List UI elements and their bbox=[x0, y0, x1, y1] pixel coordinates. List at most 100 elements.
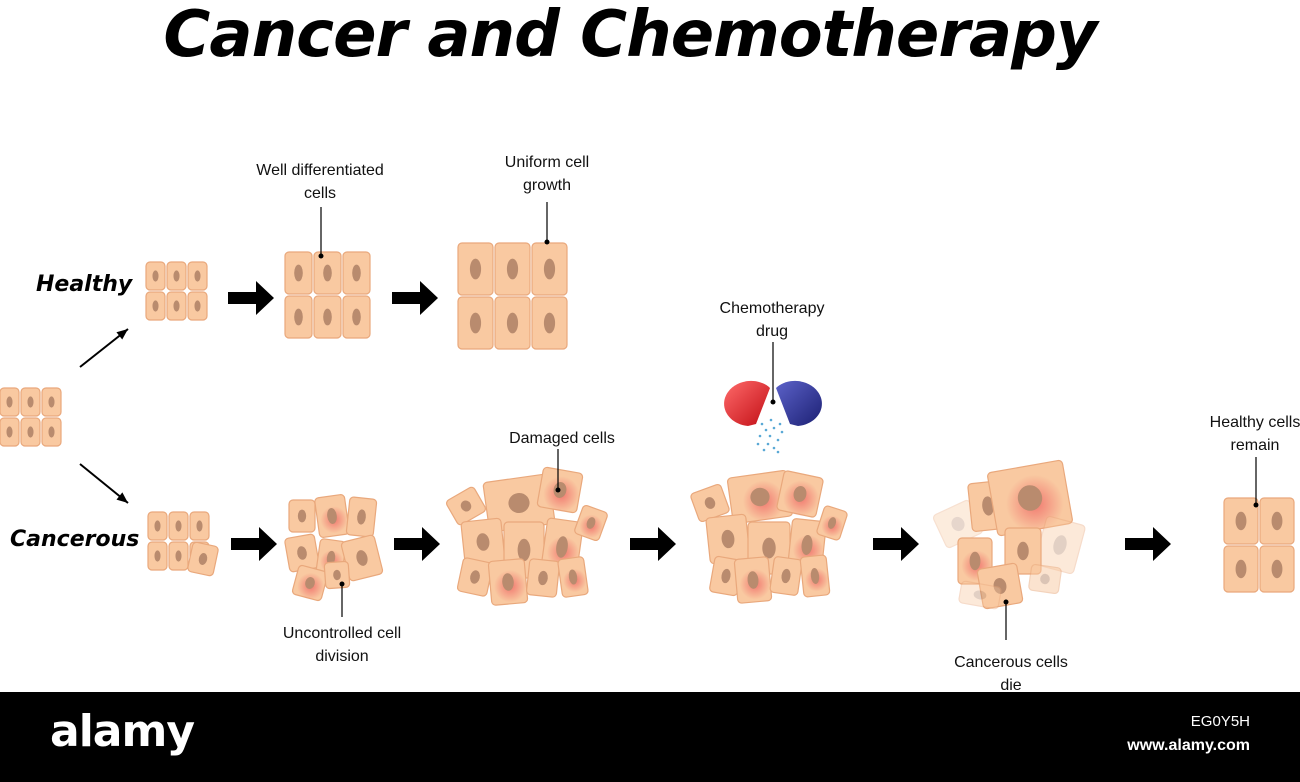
callout-text: die bbox=[1000, 677, 1022, 694]
cell bbox=[166, 261, 187, 291]
cell-nucleus bbox=[154, 550, 161, 562]
cell bbox=[314, 494, 350, 538]
leader-dot bbox=[555, 487, 561, 493]
callout-damaged-cells: Damaged cells bbox=[497, 427, 627, 450]
powder-dot bbox=[764, 428, 768, 432]
callout-well-differentiated: Well differentiated cells bbox=[230, 159, 410, 205]
cell-nucleus bbox=[586, 517, 596, 529]
cell bbox=[288, 499, 316, 533]
callout-text: Damaged cells bbox=[509, 430, 615, 447]
cell-nucleus bbox=[502, 573, 514, 591]
cell-nucleus bbox=[1235, 511, 1247, 531]
cell bbox=[460, 517, 506, 567]
cell bbox=[284, 295, 313, 339]
cell bbox=[147, 511, 168, 541]
cell-nucleus bbox=[194, 300, 201, 312]
powder-dot bbox=[780, 430, 784, 434]
cell bbox=[20, 387, 41, 417]
arrow-right-icon bbox=[873, 527, 919, 561]
cell-nucleus bbox=[48, 426, 55, 438]
cell bbox=[769, 556, 803, 596]
cell-nucleus bbox=[762, 537, 776, 559]
cell-nucleus bbox=[297, 509, 307, 523]
cell bbox=[20, 417, 41, 447]
cell bbox=[323, 560, 351, 590]
cell bbox=[525, 558, 561, 598]
cell-nucleus bbox=[1235, 559, 1247, 579]
cell-nucleus bbox=[721, 529, 735, 549]
cell-nucleus bbox=[1053, 535, 1067, 555]
leader-dot bbox=[770, 399, 776, 405]
cell-nucleus bbox=[538, 570, 548, 586]
cell-nucleus bbox=[810, 568, 820, 584]
cell-nucleus bbox=[173, 270, 180, 282]
row-label-cancerous: Cancerous bbox=[10, 527, 140, 552]
cell bbox=[313, 295, 342, 339]
cell bbox=[557, 556, 589, 598]
cell-nucleus bbox=[1271, 511, 1283, 531]
cell-nucleus bbox=[506, 312, 519, 334]
cell bbox=[0, 387, 20, 417]
cell-nucleus bbox=[469, 312, 482, 334]
cell bbox=[446, 486, 486, 526]
arrow-icon bbox=[79, 328, 129, 368]
cell-nucleus bbox=[1040, 573, 1050, 585]
arrow-right-icon bbox=[231, 527, 277, 561]
cell-nucleus bbox=[48, 396, 55, 408]
powder-dot bbox=[776, 450, 780, 454]
cell-nucleus bbox=[1271, 559, 1283, 579]
callout-cancerous-cells-die: Cancerous cells die bbox=[941, 651, 1081, 697]
callout-healthy-cells-remain: Healthy cells remain bbox=[1195, 411, 1300, 457]
powder-dot bbox=[762, 448, 766, 452]
powder-dot bbox=[760, 422, 764, 426]
cell bbox=[187, 541, 219, 577]
callout-text: Chemotherapy bbox=[719, 300, 825, 317]
cell bbox=[168, 541, 189, 571]
callout-text: Well differentiated bbox=[256, 162, 384, 179]
cell-nucleus bbox=[194, 270, 201, 282]
cell-nucleus bbox=[469, 258, 482, 280]
cell bbox=[799, 554, 831, 598]
cell-nucleus bbox=[750, 487, 770, 507]
cell-nucleus bbox=[297, 546, 307, 560]
cell bbox=[41, 387, 62, 417]
cell-nucleus bbox=[196, 520, 203, 532]
row-label-healthy: Healthy bbox=[36, 272, 133, 297]
cell bbox=[536, 466, 584, 514]
cell bbox=[727, 469, 793, 525]
diagram-title: Cancer and Chemotherapy bbox=[163, 0, 1097, 72]
cell bbox=[147, 541, 168, 571]
cell-nucleus bbox=[27, 396, 34, 408]
cell-nucleus bbox=[506, 258, 519, 280]
cell bbox=[531, 242, 568, 296]
leader-dot bbox=[1253, 502, 1259, 508]
site-url: www.alamy.com bbox=[1127, 737, 1250, 754]
callout-text: growth bbox=[522, 177, 572, 194]
cell-nucleus bbox=[152, 300, 159, 312]
cell bbox=[733, 556, 773, 604]
powder-dot bbox=[756, 442, 760, 446]
cell bbox=[494, 242, 531, 296]
callout-text: Uniform cell bbox=[504, 154, 590, 171]
cell-nucleus bbox=[357, 509, 366, 525]
cell-nucleus bbox=[175, 550, 182, 562]
cell bbox=[187, 261, 208, 291]
callout-text: Cancerous cells bbox=[954, 654, 1068, 671]
cell-nucleus bbox=[704, 497, 716, 509]
cell bbox=[1034, 515, 1086, 575]
powder-dot bbox=[778, 422, 782, 426]
cell bbox=[457, 242, 494, 296]
callout-text: division bbox=[315, 648, 369, 665]
cell-nucleus bbox=[352, 308, 361, 326]
leader-dot bbox=[544, 239, 550, 245]
cell-nucleus bbox=[951, 516, 965, 532]
arrow-right-icon bbox=[394, 527, 440, 561]
cell-nucleus bbox=[6, 426, 13, 438]
cell bbox=[291, 564, 329, 602]
arrow-right-icon bbox=[630, 527, 676, 561]
cell-nucleus bbox=[152, 270, 159, 282]
cell bbox=[487, 558, 529, 606]
cell-nucleus bbox=[568, 569, 578, 585]
cell bbox=[690, 483, 730, 523]
cell-nucleus bbox=[747, 571, 759, 589]
